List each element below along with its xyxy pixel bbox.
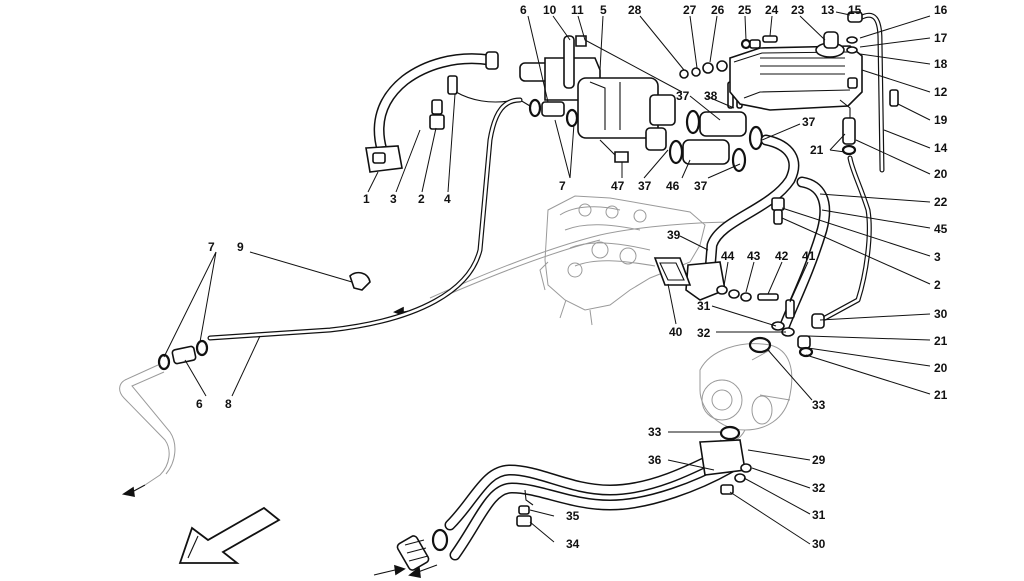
expansion-tank (729, 31, 863, 111)
fitting-2-3-right (771, 197, 785, 225)
fasteners-29-32-lower (720, 463, 752, 495)
part-label-43: 43 (747, 249, 761, 263)
part-label-12: 12 (934, 85, 948, 99)
part-label-2: 2 (418, 192, 425, 206)
part-label-8: 8 (225, 397, 232, 411)
fitting-47 (614, 151, 629, 163)
part-label-9: 9 (237, 240, 244, 254)
coolant-hose-39 (685, 134, 800, 301)
fittings-34-35 (516, 505, 532, 527)
part-label-16: 16 (934, 3, 948, 17)
part-label-45: 45 (934, 222, 948, 236)
clip-9 (349, 271, 371, 291)
part-label-6-lower: 6 (196, 397, 203, 411)
part-label-36: 36 (648, 453, 662, 467)
fitting-2-4 (429, 75, 516, 130)
part-label-21-b: 21 (934, 334, 948, 348)
leader-lines (163, 11, 931, 545)
part-label-14: 14 (934, 141, 948, 155)
part-label-2-right: 2 (934, 278, 941, 292)
part-label-37-c: 37 (638, 179, 652, 193)
breather-pipe-8 (207, 97, 523, 341)
fasteners-30-32-upper (771, 313, 825, 358)
part-label-18: 18 (934, 57, 948, 71)
part-label-20: 20 (934, 167, 948, 181)
part-label-7-lower: 7 (208, 240, 215, 254)
part-label-41: 41 (802, 249, 816, 263)
part-label-15: 15 (848, 3, 862, 17)
part-label-23: 23 (791, 3, 805, 17)
part-label-28: 28 (628, 3, 642, 17)
flow-arrows (121, 306, 438, 578)
part-label-7: 7 (559, 179, 566, 193)
part-label-37-d: 37 (694, 179, 708, 193)
oil-separator (519, 35, 676, 156)
guide-rod (429, 221, 736, 299)
part-label-6: 6 (520, 3, 527, 17)
part-label-34: 34 (566, 537, 580, 551)
part-label-30: 30 (934, 307, 948, 321)
part-label-25: 25 (738, 3, 752, 17)
part-label-17: 17 (934, 31, 948, 45)
part-label-35: 35 (566, 509, 580, 523)
part-label-46: 46 (666, 179, 680, 193)
hoses-37-38-46 (645, 109, 764, 173)
part-label-1: 1 (363, 192, 370, 206)
part-label-40: 40 (669, 325, 683, 339)
exhaust-pipe-36 (444, 439, 746, 561)
coolant-pipe-20-22 (822, 99, 872, 321)
part-label-37-b: 37 (802, 115, 816, 129)
part-labels: 1 2 3 4 5 6 7 10 11 28 27 26 25 24 23 13… (196, 3, 948, 551)
turbo-housing (699, 336, 793, 443)
part-label-5: 5 (600, 3, 607, 17)
part-label-32-b: 32 (812, 481, 826, 495)
short-hose-6-clamps-7 (519, 98, 579, 128)
part-label-44: 44 (721, 249, 735, 263)
part-label-4: 4 (444, 192, 451, 206)
part-label-31-b: 31 (812, 508, 826, 522)
part-label-10: 10 (543, 3, 557, 17)
part-label-27: 27 (683, 3, 697, 17)
fasteners-41-44 (716, 285, 795, 319)
part-label-31: 31 (697, 299, 711, 313)
part-label-26: 26 (711, 3, 725, 17)
part-label-22: 22 (934, 195, 948, 209)
pipe-route-ghost (119, 364, 170, 486)
gasket-33 (719, 425, 741, 441)
fasteners-23-28 (679, 35, 778, 79)
cap-and-pipe-14 (846, 11, 899, 173)
part-label-32: 32 (697, 326, 711, 340)
part-label-30-b: 30 (812, 537, 826, 551)
part-label-21-c: 21 (934, 388, 948, 402)
part-label-39: 39 (667, 228, 681, 242)
part-label-47: 47 (611, 179, 625, 193)
part-label-11: 11 (571, 3, 584, 17)
part-label-19: 19 (934, 113, 948, 127)
lower-hose-end (396, 528, 449, 571)
clamps-7-hose-6-lower (157, 339, 209, 371)
part-label-42: 42 (775, 249, 789, 263)
part-label-29: 29 (812, 453, 826, 467)
part-label-20-b: 20 (934, 361, 948, 375)
part-label-13: 13 (821, 3, 835, 17)
part-label-21: 21 (810, 143, 824, 157)
part-label-3: 3 (390, 192, 397, 206)
front-direction-arrow (178, 506, 281, 564)
part-label-37-a: 37 (676, 89, 690, 103)
part-label-24: 24 (765, 3, 779, 17)
breather-hose-upper-left (365, 51, 499, 173)
part-label-33-b: 33 (648, 425, 662, 439)
part-label-33: 33 (812, 398, 826, 412)
part-label-3-right: 3 (934, 250, 941, 264)
gasket-40 (653, 257, 692, 286)
part-label-38: 38 (704, 89, 718, 103)
